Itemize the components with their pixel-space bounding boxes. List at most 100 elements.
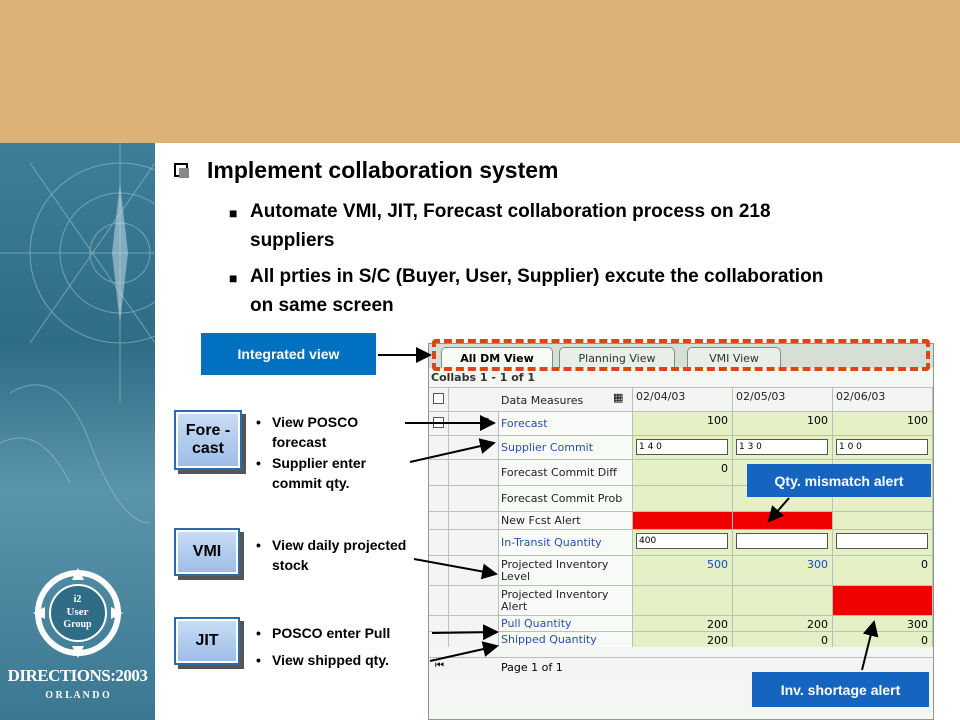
value-cell: 0 (833, 556, 933, 585)
value-cell: 0 (733, 632, 833, 647)
value-cell (833, 530, 933, 555)
tab-all-dm-view[interactable]: All DM View (441, 347, 553, 368)
arrow-pull-quantity (431, 624, 499, 641)
value-cell: 100 (733, 412, 833, 435)
table-row: Projected Inventory Alert (429, 585, 933, 615)
row-checkbox-cell (429, 512, 449, 529)
value-cell: 100 (633, 412, 733, 435)
arrow-inv-alert (861, 620, 879, 671)
row-checkbox-cell (429, 460, 449, 485)
decorative-side-panel: i2 User Group DIRECTIONS:2003 O R L A N … (0, 143, 155, 720)
arrow-shipped-quantity (429, 641, 499, 662)
directions-logo: i2 User Group DIRECTIONS:2003 O R L A N … (8, 568, 148, 713)
value-cell: 1 4 0 (633, 436, 733, 459)
date-header: 02/06/03 (833, 388, 933, 411)
value-cell: 0 (633, 460, 733, 485)
measure-label[interactable]: In-Transit Quantity (499, 530, 633, 555)
row-spacer-cell (449, 530, 499, 555)
forecast-button-label: Fore -cast (178, 414, 238, 466)
qty-mismatch-alert-label: Qty. mismatch alert (747, 464, 931, 497)
row-checkbox-cell (429, 436, 449, 459)
logo-city: O R L A N D O (45, 690, 110, 701)
page-indicator: Page 1 of 1 (501, 661, 563, 674)
measure-label[interactable]: Supplier Commit (499, 436, 633, 459)
value-cell: 500 (633, 556, 733, 585)
forecast-button[interactable]: Fore -cast (174, 410, 242, 470)
first-page-icon[interactable]: ⏮ (435, 660, 444, 671)
row-spacer-cell (449, 586, 499, 615)
logo-i2: i2 (73, 594, 82, 605)
logo-event: DIRECTIONS:2003 (7, 666, 148, 685)
measure-label[interactable]: Pull Quantity (499, 616, 633, 631)
quantity-input[interactable] (736, 533, 828, 549)
measure-label[interactable]: Shipped Quantity (499, 632, 633, 647)
select-all-checkbox[interactable] (429, 388, 449, 411)
compass-artwork (0, 143, 155, 524)
jit-button-label: JIT (178, 621, 236, 661)
row-spacer-cell (449, 486, 499, 511)
table-row: New Fcst Alert (429, 511, 933, 529)
point-1: Automate VMI, JIT, Forecast collaboratio… (250, 201, 771, 251)
value-cell: 1 0 0 (833, 436, 933, 459)
integrated-view-label: Integrated view (201, 333, 376, 375)
value-cell: 0 (833, 632, 933, 647)
arrow-qty-alert (767, 497, 790, 523)
jit-button[interactable]: JIT (174, 617, 240, 665)
alert-cell (633, 512, 733, 529)
collaboration-screen: All DM View Planning View VMI View Colla… (428, 343, 934, 720)
tab-planning-view[interactable]: Planning View (559, 347, 675, 368)
value-cell: 400 (633, 530, 733, 555)
point-bullet-icon: ■ (229, 270, 238, 286)
title-bullet-icon (174, 163, 189, 178)
quantity-input[interactable]: 400 (636, 533, 728, 549)
collabs-count: Collabs 1 - 1 of 1 (431, 371, 536, 384)
value-cell: 100 (833, 412, 933, 435)
value-cell (833, 512, 933, 529)
row-checkbox-cell (429, 586, 449, 615)
measure-label: Projected Inventory Level (499, 556, 633, 585)
data-measures-header: Data Measures (501, 394, 584, 407)
value-cell (633, 586, 733, 615)
row-checkbox-cell (429, 530, 449, 555)
value-cell: 1 3 0 (733, 436, 833, 459)
date-header: 02/04/03 (633, 388, 733, 411)
quantity-input[interactable]: 1 4 0 (636, 439, 728, 455)
quantity-input[interactable]: 1 0 0 (836, 439, 928, 455)
measure-label[interactable]: Forecast (499, 412, 633, 435)
value-cell: 300 (833, 616, 933, 631)
row-spacer-cell (449, 460, 499, 485)
note-vmi-1: •View daily projected stock (256, 537, 407, 573)
measure-label: Forecast Commit Diff (499, 460, 633, 485)
row-spacer-cell (449, 512, 499, 529)
measure-label: Forecast Commit Prob (499, 486, 633, 511)
logo-user: User (66, 606, 89, 618)
note-jit-2: •View shipped qty. (256, 652, 389, 668)
tab-vmi-view[interactable]: VMI View (687, 347, 781, 368)
grid-header-row: Data Measures ▦ 02/04/03 02/05/03 02/06/0… (429, 387, 933, 411)
value-cell: 200 (633, 616, 733, 631)
point-2: All prties in S/C (Buyer, User, Supplier… (250, 266, 824, 316)
logo-group: Group (63, 619, 92, 630)
measure-label: Projected Inventory Alert (499, 586, 633, 615)
note-jit-1: •POSCO enter Pull (256, 625, 391, 641)
slide-title: Implement collaboration system (207, 157, 559, 183)
value-cell (733, 530, 833, 555)
value-cell (633, 486, 733, 511)
row-checkbox-cell (429, 486, 449, 511)
quantity-input[interactable]: 1 3 0 (736, 439, 828, 455)
grid-settings-icon[interactable]: ▦ (613, 391, 624, 404)
alert-cell (833, 586, 933, 615)
date-header: 02/05/03 (733, 388, 833, 411)
integrated-view-highlight (432, 339, 930, 371)
measure-label: New Fcst Alert (499, 512, 633, 529)
value-cell: 300 (733, 556, 833, 585)
quantity-input[interactable] (836, 533, 928, 549)
vmi-button[interactable]: VMI (174, 528, 240, 576)
vmi-button-label: VMI (178, 532, 236, 572)
value-cell: 200 (733, 616, 833, 631)
